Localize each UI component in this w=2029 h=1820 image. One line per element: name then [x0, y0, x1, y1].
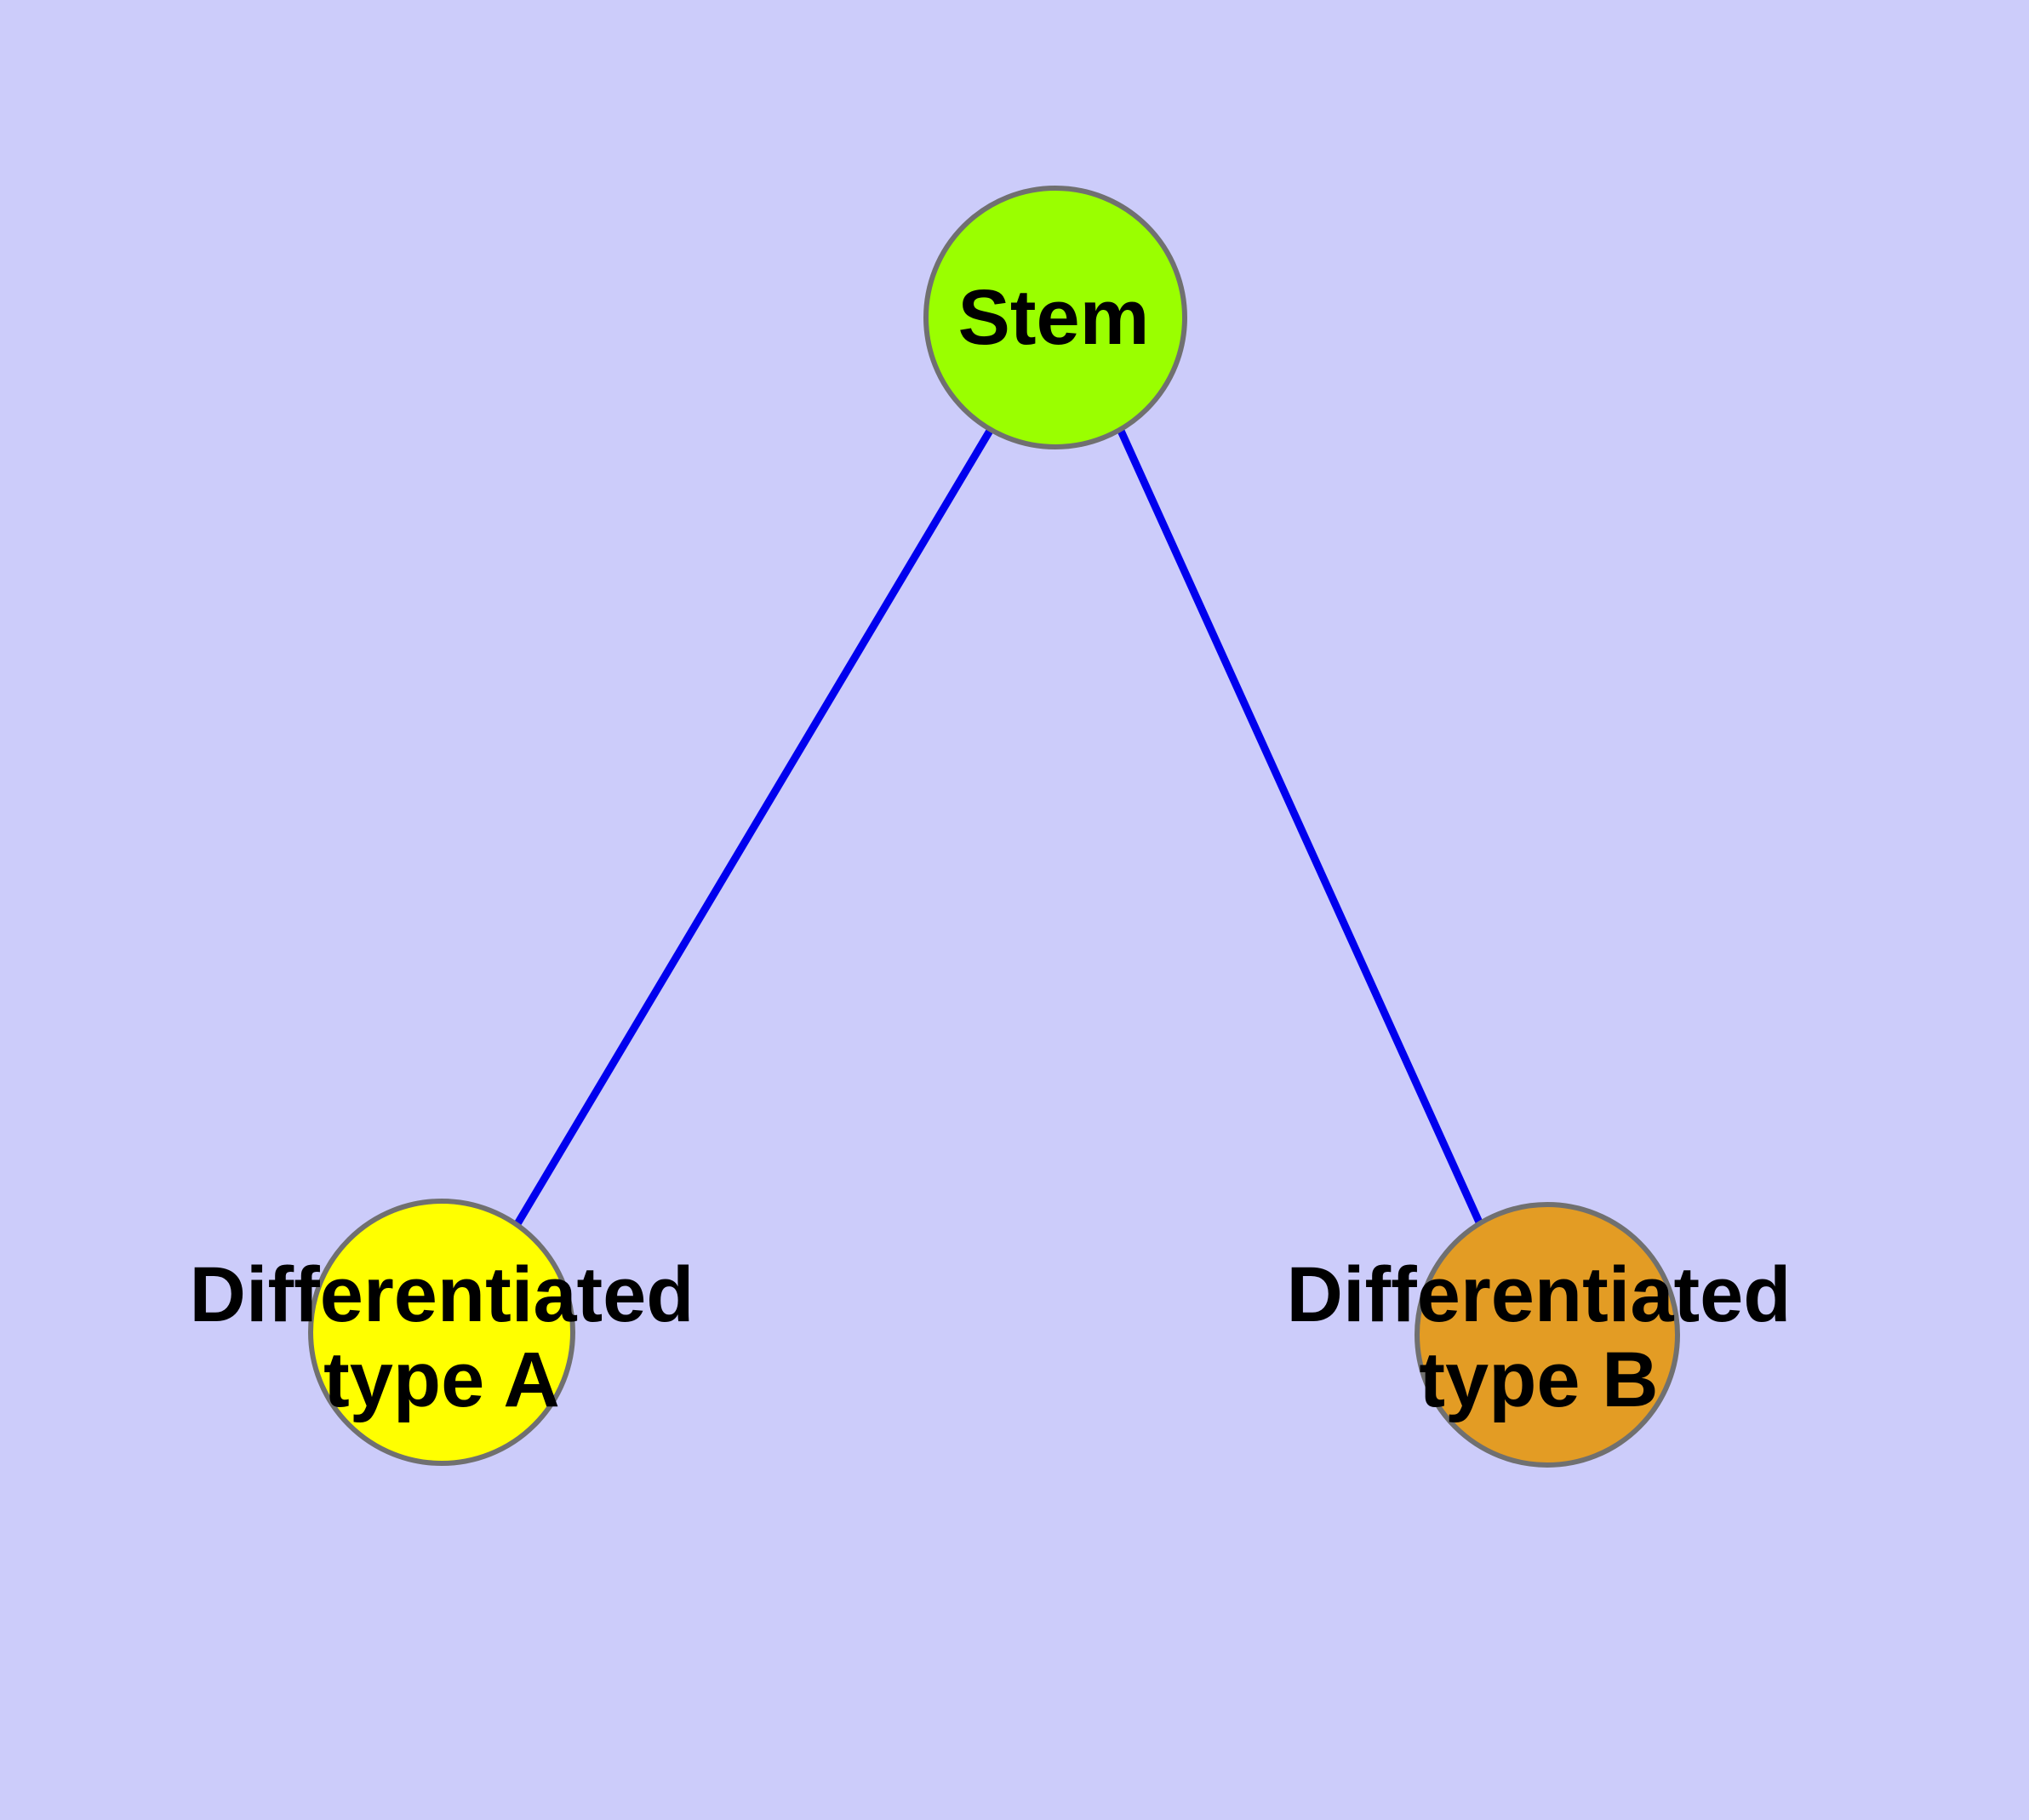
node-differentiated-type-b-label-line2: type B: [1419, 1336, 1658, 1423]
node-stem-circle[interactable]: [923, 186, 1187, 449]
node-differentiated-type-a[interactable]: Differentiated type A: [190, 1199, 694, 1466]
node-stem[interactable]: Stem: [923, 186, 1187, 449]
node-layer: Stem Differentiated type A Differentiate…: [190, 186, 1792, 1468]
node-differentiated-type-a-label-line2: type A: [323, 1336, 560, 1423]
node-differentiated-type-a-label-line1: Differentiated: [190, 1251, 694, 1338]
edge-stem-to-differentiated-type-a[interactable]: [512, 428, 993, 1229]
edge-stem-to-differentiated-type-b[interactable]: [1117, 429, 1484, 1226]
edge-layer: [512, 428, 1484, 1229]
node-differentiated-type-b-label-line1: Differentiated: [1287, 1251, 1792, 1338]
node-differentiated-type-a-circle[interactable]: [308, 1199, 575, 1466]
node-stem-label: Stem: [958, 274, 1150, 361]
node-differentiated-type-b[interactable]: Differentiated type B: [1287, 1202, 1792, 1468]
node-differentiated-type-b-circle[interactable]: [1415, 1202, 1680, 1468]
